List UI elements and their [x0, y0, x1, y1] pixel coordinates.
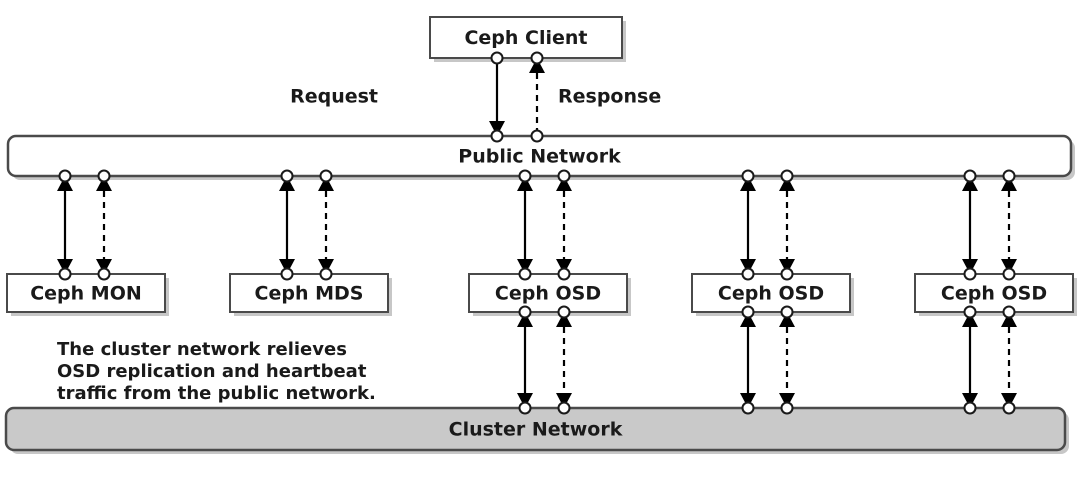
caption-line-3: traffic from the public network.: [57, 383, 376, 404]
link-cluster-ceph-osd-1-solid-head-up: [517, 312, 533, 327]
public-network-port: [97, 169, 111, 183]
request-arrow-head: [489, 121, 505, 136]
daemon-port-bottom: [518, 305, 532, 319]
daemon-label-ceph-osd-2: Ceph OSD: [718, 283, 824, 305]
daemon-port-top: [780, 267, 794, 281]
link-cluster-ceph-osd-3-solid-head-down: [962, 393, 978, 408]
cluster-network-label: Cluster Network: [449, 419, 623, 441]
link-public-ceph-osd-1-solid-head-down: [517, 259, 533, 274]
daemon-port-bottom: [1002, 305, 1016, 319]
public-network-port-request: [490, 129, 504, 143]
public-network-port: [280, 169, 294, 183]
link-public-ceph-mon-dashed-head-down: [96, 259, 112, 274]
daemon-port-top: [97, 267, 111, 281]
daemon-port-bottom: [557, 305, 571, 319]
daemon-box-ceph-osd-2[interactable]: [691, 273, 851, 313]
port-layer: [58, 51, 1016, 415]
public-network-port: [963, 169, 977, 183]
link-public-ceph-mds-solid-head-up: [279, 176, 295, 191]
response-arrow-head: [529, 58, 545, 73]
daemon-port-bottom: [780, 305, 794, 319]
link-public-ceph-osd-2-solid-head-up: [740, 176, 756, 191]
link-public-ceph-osd-3-dashed-head-up: [1001, 176, 1017, 191]
link-public-ceph-mon-solid-head-up: [57, 176, 73, 191]
daemon-port-bottom: [963, 305, 977, 319]
daemon-port-top: [557, 267, 571, 281]
public-network-port: [319, 169, 333, 183]
daemon-port-bottom: [741, 305, 755, 319]
public-network-port: [741, 169, 755, 183]
link-public-ceph-mds-solid-head-down: [279, 259, 295, 274]
link-cluster-ceph-osd-3-solid-head-up: [962, 312, 978, 327]
public-network-port: [518, 169, 532, 183]
link-cluster-ceph-osd-1-solid-head-down: [517, 393, 533, 408]
daemon-label-ceph-mon: Ceph MON: [30, 283, 142, 305]
public-network-port-response: [530, 129, 544, 143]
cluster-network-port: [963, 401, 977, 415]
public-network-label: Public Network: [458, 146, 621, 168]
public-network-port: [557, 169, 571, 183]
link-cluster-ceph-osd-2-solid-head-up: [740, 312, 756, 327]
link-cluster-ceph-osd-1-dashed-head-down: [556, 393, 572, 408]
daemon-port-top: [1002, 267, 1016, 281]
caption-line-1: The cluster network relieves: [57, 339, 347, 360]
link-public-ceph-osd-3-solid-head-down: [962, 259, 978, 274]
caption-line-2: OSD replication and heartbeat: [57, 361, 367, 382]
link-public-ceph-mds-dashed-head-up: [318, 176, 334, 191]
link-public-ceph-mon-dashed-head-up: [96, 176, 112, 191]
node-layer: [4, 16, 1074, 452]
daemon-box-ceph-mon[interactable]: [6, 273, 166, 313]
daemon-label-ceph-osd-1: Ceph OSD: [495, 283, 601, 305]
link-public-ceph-osd-3-dashed-head-down: [1001, 259, 1017, 274]
daemon-box-ceph-osd-3[interactable]: [914, 273, 1074, 313]
link-public-ceph-osd-2-dashed-head-down: [779, 259, 795, 274]
daemon-label-ceph-osd-3: Ceph OSD: [941, 283, 1047, 305]
public-network-port: [58, 169, 72, 183]
ceph-client-label: Ceph Client: [464, 27, 587, 49]
link-cluster-ceph-osd-3-dashed-head-up: [1001, 312, 1017, 327]
cluster-network-port: [780, 401, 794, 415]
ceph-client-box[interactable]: [429, 16, 623, 59]
client-port-request: [490, 51, 504, 65]
daemon-port-top: [518, 267, 532, 281]
link-public-ceph-osd-1-solid-head-up: [517, 176, 533, 191]
link-public-ceph-mon-solid-head-down: [57, 259, 73, 274]
cluster-network-bar[interactable]: [4, 406, 1067, 452]
link-cluster-ceph-osd-3-dashed-head-down: [1001, 393, 1017, 408]
daemon-port-top: [319, 267, 333, 281]
connector-layer: [57, 58, 1017, 408]
link-cluster-ceph-osd-2-dashed-head-down: [779, 393, 795, 408]
link-cluster-ceph-osd-2-solid-head-down: [740, 393, 756, 408]
daemon-port-top: [963, 267, 977, 281]
link-cluster-ceph-osd-1-dashed-head-up: [556, 312, 572, 327]
cluster-network-port: [518, 401, 532, 415]
daemon-port-top: [741, 267, 755, 281]
request-label: Request: [290, 86, 378, 108]
link-public-ceph-osd-2-solid-head-down: [740, 259, 756, 274]
link-public-ceph-mds-dashed-head-down: [318, 259, 334, 274]
cluster-network-port: [557, 401, 571, 415]
cluster-network-port: [741, 401, 755, 415]
public-network-port: [780, 169, 794, 183]
daemon-label-ceph-mds: Ceph MDS: [255, 283, 364, 305]
daemon-box-ceph-osd-1[interactable]: [468, 273, 628, 313]
link-public-ceph-osd-3-solid-head-up: [962, 176, 978, 191]
client-port-response: [530, 51, 544, 65]
daemon-port-top: [58, 267, 72, 281]
daemon-port-top: [280, 267, 294, 281]
response-label: Response: [558, 86, 661, 108]
daemon-box-ceph-mds[interactable]: [229, 273, 389, 313]
link-cluster-ceph-osd-2-dashed-head-up: [779, 312, 795, 327]
public-network-port: [1002, 169, 1016, 183]
cluster-network-port: [1002, 401, 1016, 415]
link-public-ceph-osd-1-dashed-head-down: [556, 259, 572, 274]
link-public-ceph-osd-1-dashed-head-up: [556, 176, 572, 191]
link-public-ceph-osd-2-dashed-head-up: [779, 176, 795, 191]
